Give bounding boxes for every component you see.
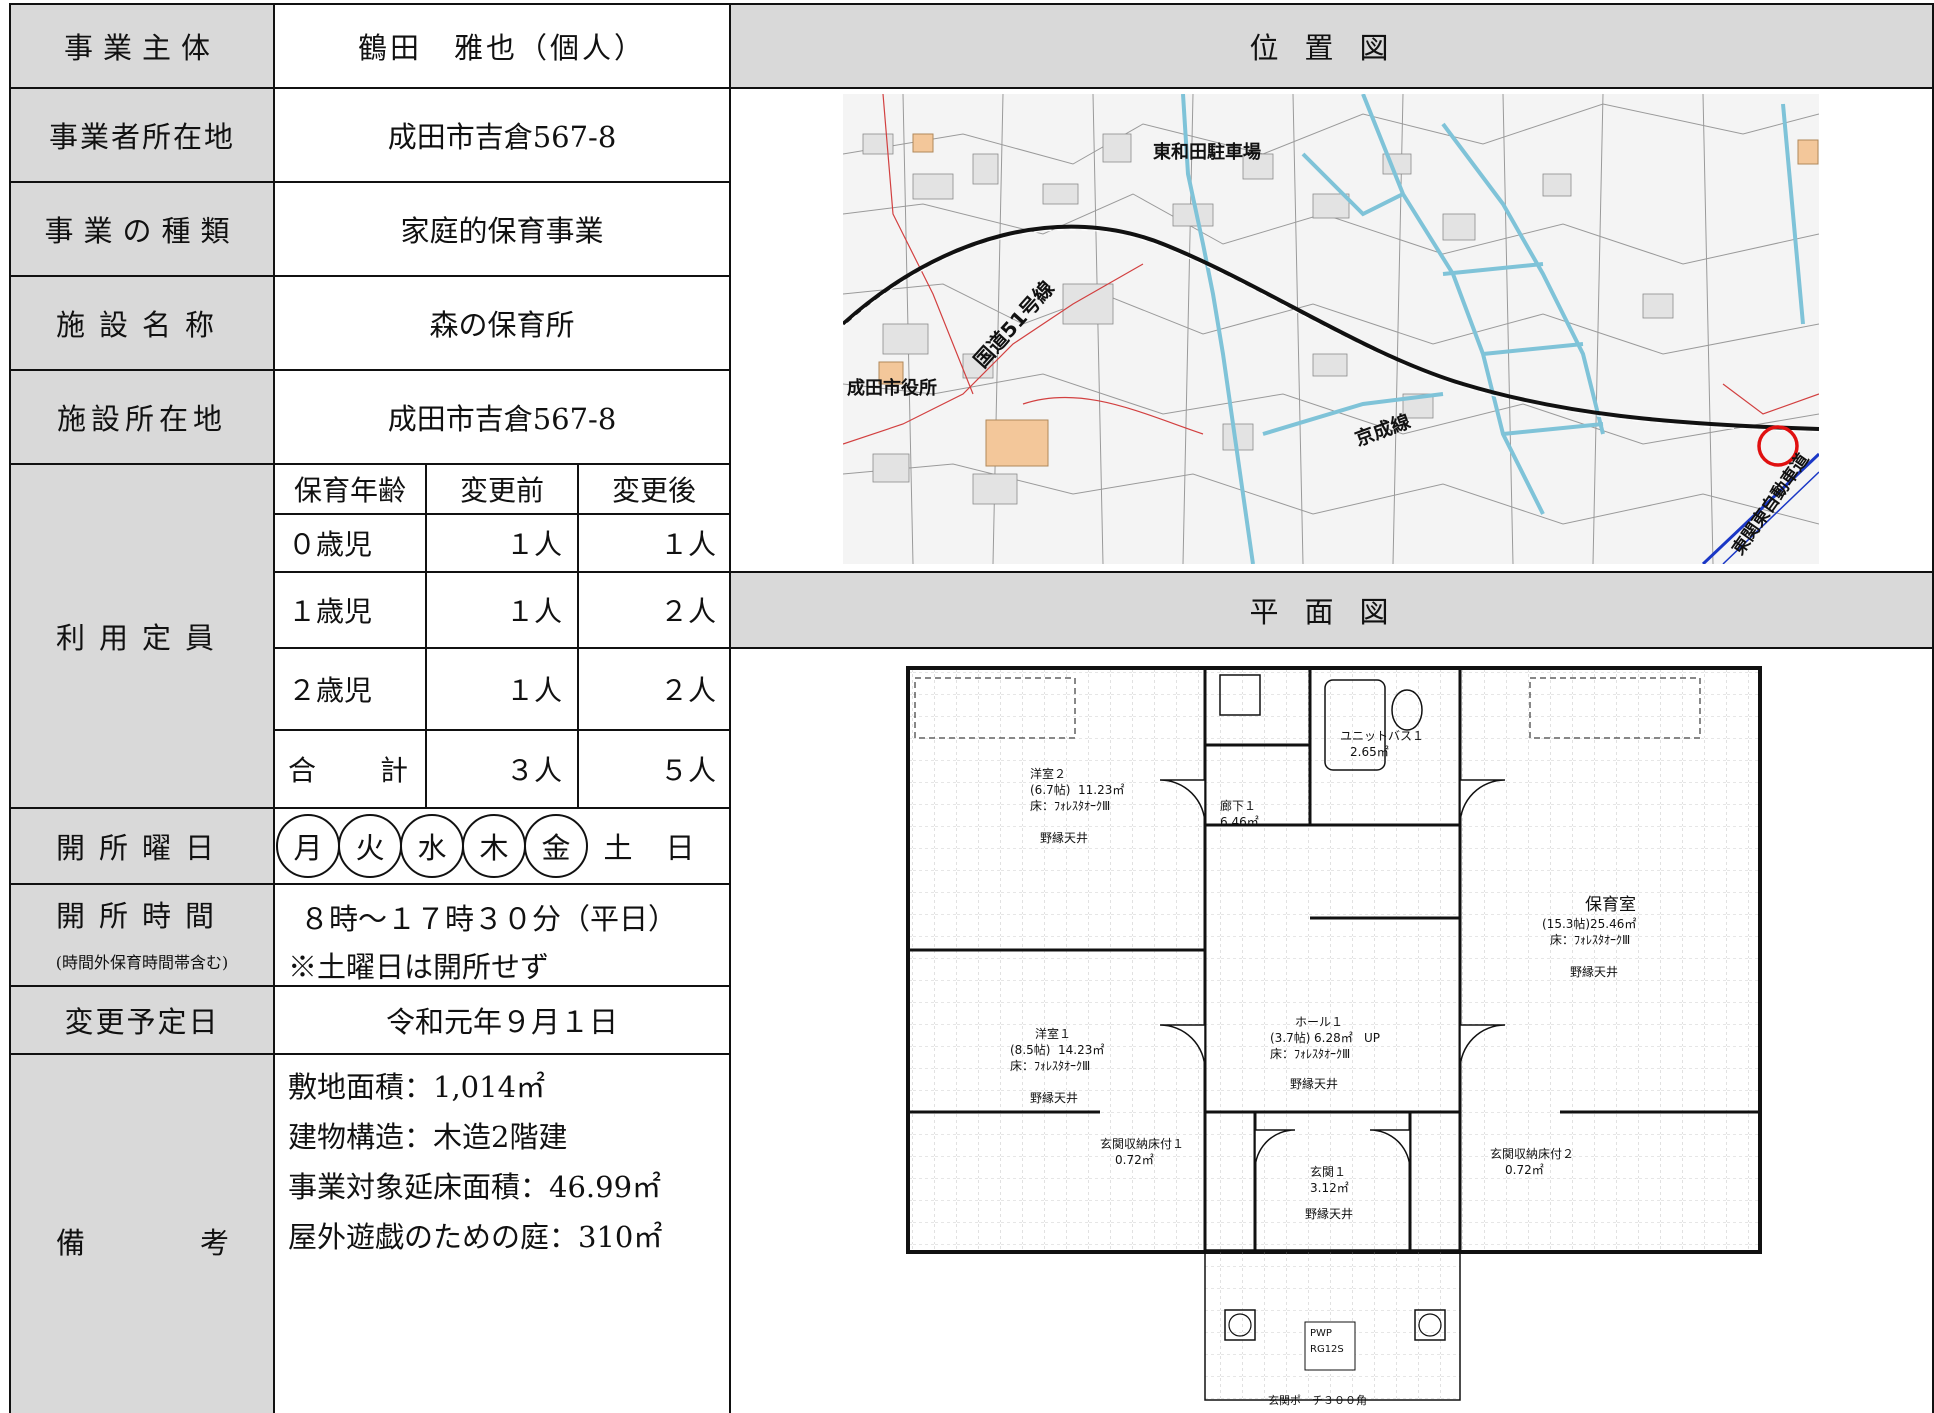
capacity-row-1-after: ２人 xyxy=(659,595,716,628)
capacity-row-0-age: ０歳児 xyxy=(288,528,373,561)
room-western2-ceiling: 野縁天井 xyxy=(1040,830,1088,845)
location-map-header xyxy=(730,4,1934,88)
map-label-city-hall: 成田市役所 xyxy=(847,377,937,399)
porch-pwp: PWP xyxy=(1310,1328,1332,1339)
room-storage1-name: 玄関収納床付１ xyxy=(1100,1136,1184,1151)
open-days-list: 月火水木金土日 xyxy=(274,808,730,884)
open-hours-line2: ※土曜日は開所せず xyxy=(288,950,550,984)
capacity-header-before: 変更前 xyxy=(459,474,544,507)
day-6: 日 xyxy=(665,831,695,865)
porch-rg: RG12S xyxy=(1310,1344,1344,1355)
capacity-total-after: ５人 xyxy=(659,754,716,787)
remarks-label-b: 考 xyxy=(200,1226,230,1260)
room-corridor-area: 6.46㎡ xyxy=(1220,815,1259,829)
change-date-value: 令和元年９月１日 xyxy=(385,1005,618,1039)
capacity-total-before: ３人 xyxy=(505,754,562,787)
room-hoiku-floor: 床：ﾌｫﾚｽﾀｵｰｸⅢ xyxy=(1550,933,1630,947)
open-hours-sublabel: (時間外保育時間帯含む) xyxy=(55,953,229,972)
room-storage1-area: 0.72㎡ xyxy=(1115,1153,1154,1167)
capacity-row-0-after: １人 xyxy=(659,528,716,561)
remarks-line-1: 建物構造：木造2階建 xyxy=(288,1120,568,1154)
address-value: 成田市吉倉567-8 xyxy=(387,120,617,154)
address-label: 事業者所在地 xyxy=(48,120,235,154)
room-western1-size: (8.5帖) xyxy=(1010,1042,1050,1057)
room-western2-size: (6.7帖) xyxy=(1030,782,1070,797)
facility-name-value: 森の保育所 xyxy=(429,308,575,342)
room-bath-area: 2.65㎡ xyxy=(1350,745,1389,759)
location-map-title: 位置図 xyxy=(1249,31,1415,65)
room-entry-name: 玄関１ xyxy=(1310,1164,1346,1179)
day-1: 火 xyxy=(338,814,402,878)
label-column-bg xyxy=(10,4,274,1413)
facility-name-label: 施設名称 xyxy=(55,308,228,342)
floor-plan-title: 平面図 xyxy=(1249,595,1415,629)
remarks-line-3: 屋外遊戯のための庭：310㎡ xyxy=(288,1220,663,1254)
room-entry-area: 3.12㎡ xyxy=(1310,1181,1349,1195)
floor-plan-header xyxy=(730,572,1934,648)
room-storage2-area: 0.72㎡ xyxy=(1505,1163,1544,1177)
remarks-line-0: 敷地面積：1,014㎡ xyxy=(288,1070,546,1104)
capacity-row-2-after: ２人 xyxy=(659,674,716,707)
capacity-row-2-age: ２歳児 xyxy=(288,674,373,707)
room-western1-ceiling: 野縁天井 xyxy=(1030,1090,1078,1105)
day-3: 木 xyxy=(462,814,526,878)
capacity-row-1-before: １人 xyxy=(505,595,562,628)
room-storage2-name: 玄関収納床付２ xyxy=(1490,1146,1574,1161)
capacity-header-after: 変更後 xyxy=(611,474,696,507)
room-hall-floor: 床：ﾌｫﾚｽﾀｵｰｸⅢ xyxy=(1270,1047,1350,1061)
remarks-label-a: 備 xyxy=(56,1226,86,1260)
site-marker xyxy=(1757,425,1799,467)
room-hall-ceiling: 野縁天井 xyxy=(1290,1076,1338,1091)
location-map: 東和田駐車場 国道51号線 成田市役所 京成線 東関東自動車道 xyxy=(843,94,1819,564)
business-entity-label: 事業主体 xyxy=(63,31,220,65)
capacity-label: 利用定員 xyxy=(55,621,228,655)
capacity-row-1-age: １歳児 xyxy=(288,595,373,628)
room-hoiku-name: 保育室 xyxy=(1585,895,1636,915)
room-hoiku-ceiling: 野縁天井 xyxy=(1570,964,1618,979)
day-2: 水 xyxy=(400,814,464,878)
room-bath-name: ユニットバス１ xyxy=(1340,729,1424,743)
capacity-total-label-b: 計 xyxy=(380,754,409,787)
open-days-label: 開所曜日 xyxy=(55,831,228,865)
room-corridor-name: 廊下１ xyxy=(1220,798,1256,813)
stairs-up: UP xyxy=(1364,1031,1380,1045)
open-hours-label: 開所時間 xyxy=(55,899,228,933)
change-date-label: 変更予定日 xyxy=(64,1005,220,1039)
capacity-row-2-before: １人 xyxy=(505,674,562,707)
capacity-header-age: 保育年齢 xyxy=(293,474,406,507)
type-value: 家庭的保育事業 xyxy=(400,214,604,248)
room-hoiku-area: 25.46㎡ xyxy=(1590,917,1636,931)
room-western2-area: 11.23㎡ xyxy=(1078,783,1124,797)
room-western1-floor: 床：ﾌｫﾚｽﾀｵｰｸⅢ xyxy=(1010,1059,1090,1073)
room-entry-ceiling: 野縁天井 xyxy=(1305,1206,1353,1221)
map-label-parking: 東和田駐車場 xyxy=(1153,141,1261,163)
room-hall-name: ホール１ xyxy=(1295,1015,1343,1029)
remarks-line-2: 事業対象延床面積：46.99㎡ xyxy=(288,1170,662,1204)
floor-plan: 洋室２ (6.7帖) 11.23㎡ 床：ﾌｫﾚｽﾀｵｰｸⅢ 野縁天井 洋室１ (… xyxy=(906,666,1762,1407)
facility-address-value: 成田市吉倉567-8 xyxy=(387,402,617,436)
capacity-row-0-before: １人 xyxy=(505,528,562,561)
room-hoiku-size: (15.3帖) xyxy=(1542,916,1590,931)
room-hall-size: (3.7帖) xyxy=(1270,1030,1310,1045)
type-label: 事業の種類 xyxy=(44,214,240,248)
room-western2-floor: 床：ﾌｫﾚｽﾀｵｰｸⅢ xyxy=(1030,799,1110,813)
capacity-total-label-a: 合 xyxy=(288,754,317,787)
day-5: 土 xyxy=(603,831,633,865)
room-western2-name: 洋室２ xyxy=(1030,766,1066,781)
porch-label: 玄関ポーチ３００角 xyxy=(1268,1393,1367,1407)
day-0: 月 xyxy=(276,814,340,878)
room-western1-area: 14.23㎡ xyxy=(1058,1043,1104,1057)
facility-address-label: 施設所在地 xyxy=(56,402,227,436)
day-4: 金 xyxy=(524,814,588,878)
business-entity-value: 鶴田 雅也（個人） xyxy=(357,31,646,65)
open-hours-line1: ８時～１７時３０分（平日） xyxy=(300,902,678,936)
room-western1-name: 洋室１ xyxy=(1035,1026,1071,1041)
room-hall-area: 6.28㎡ xyxy=(1314,1031,1353,1045)
